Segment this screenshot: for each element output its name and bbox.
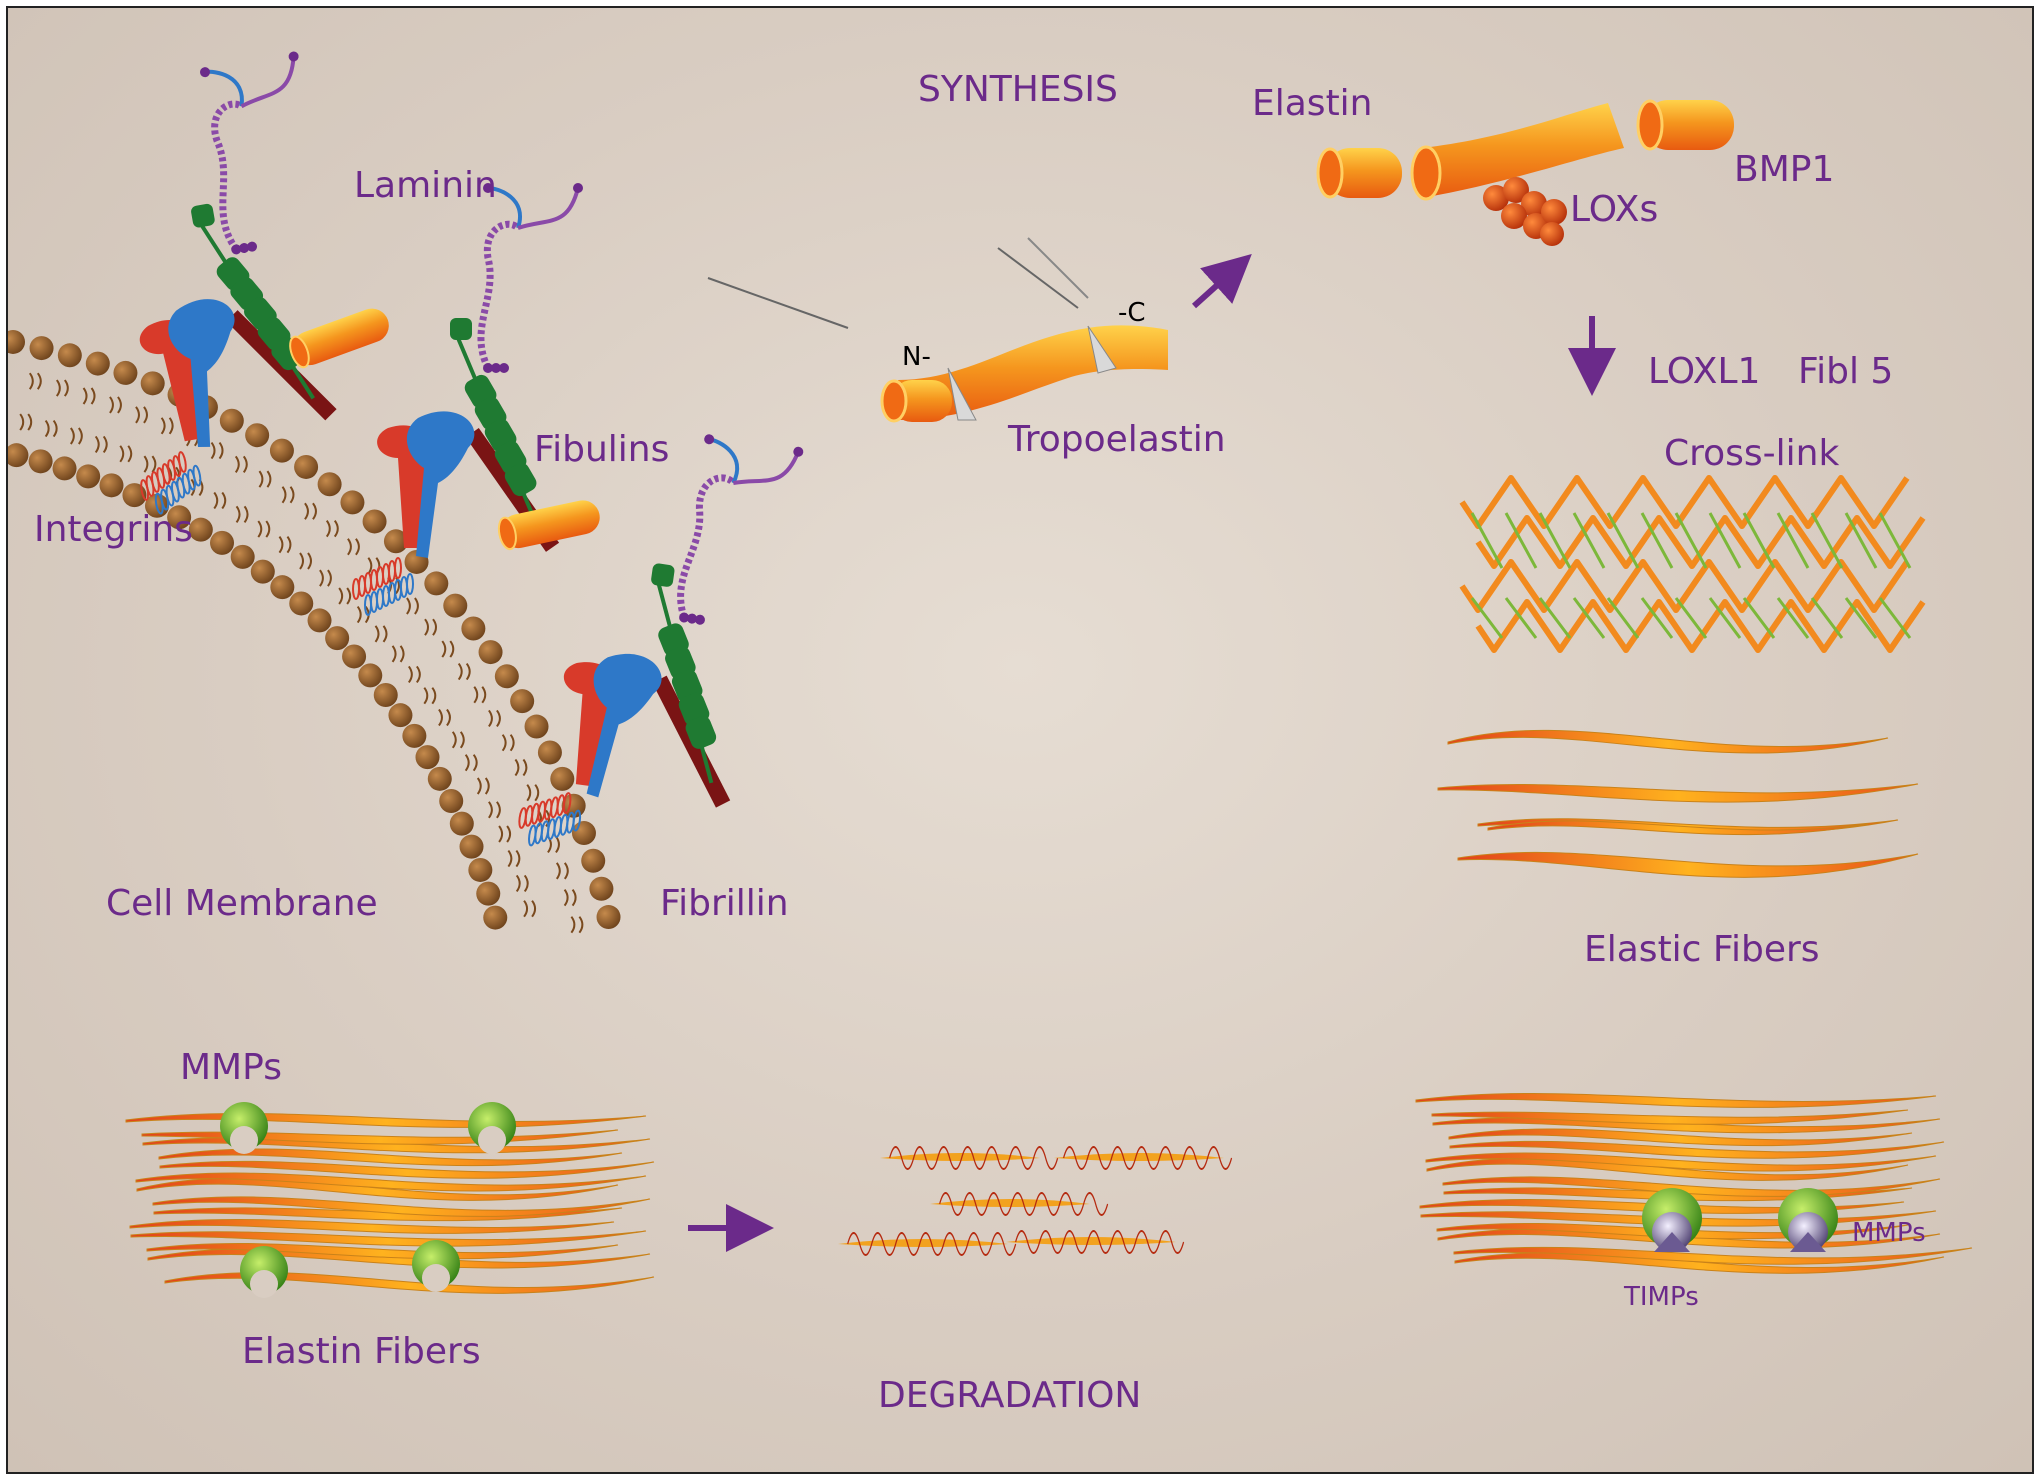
- lipid-bilayer: [8, 329, 621, 934]
- elastic-fibers-bundle: [1437, 729, 1919, 878]
- diagram-canvas: SYNTHESIS Elastin BMP1 LOXs Laminin Fibu…: [6, 6, 2034, 1474]
- tropoelastin-molecule: [707, 237, 1168, 423]
- synthesis-heading: SYNTHESIS: [918, 69, 1118, 110]
- protected-fibers-bundle: [1415, 1092, 1973, 1274]
- bmp1-label: BMP1: [1734, 149, 1835, 190]
- fibrillin-label: Fibrillin: [660, 883, 789, 924]
- cell-membrane-label: Cell Membrane: [106, 883, 378, 924]
- tropoelastin-label: Tropoelastin: [1008, 419, 1226, 460]
- loxs-label: LOXs: [1570, 189, 1659, 230]
- mmps-label-right: MMPs: [1852, 1218, 1926, 1248]
- degraded-fragments: [838, 1146, 1233, 1256]
- fibulins-label: Fibulins: [534, 429, 670, 470]
- integrin-complexes: [139, 51, 804, 847]
- fibl5-label: Fibl 5: [1798, 351, 1894, 392]
- elastic-fibers-label: Elastic Fibers: [1584, 929, 1820, 970]
- elastin-label: Elastin: [1252, 83, 1373, 124]
- n-terminus-label: N-: [902, 342, 931, 372]
- crosslink-label: Cross-link: [1664, 433, 1840, 474]
- diagram-artwork: [8, 51, 1973, 1298]
- laminin-label: Laminin: [354, 165, 497, 206]
- elastin-fibers-label: Elastin Fibers: [242, 1331, 481, 1372]
- lox-enzyme-cluster: [1483, 177, 1567, 246]
- timps-label: TIMPs: [1624, 1282, 1699, 1312]
- elastin-fibers-bundle: [125, 1102, 655, 1298]
- elastin-assembly: [1316, 99, 1734, 246]
- degradation-heading: DEGRADATION: [878, 1375, 1142, 1416]
- integrins-label: Integrins: [34, 509, 193, 550]
- arrow-to-elastin: [1191, 253, 1252, 309]
- mmps-label-left: MMPs: [180, 1047, 282, 1088]
- crosslink-lattice: [1459, 475, 1926, 653]
- c-terminus-label: -C: [1118, 298, 1146, 328]
- loxl1-label: LOXL1: [1648, 351, 1761, 392]
